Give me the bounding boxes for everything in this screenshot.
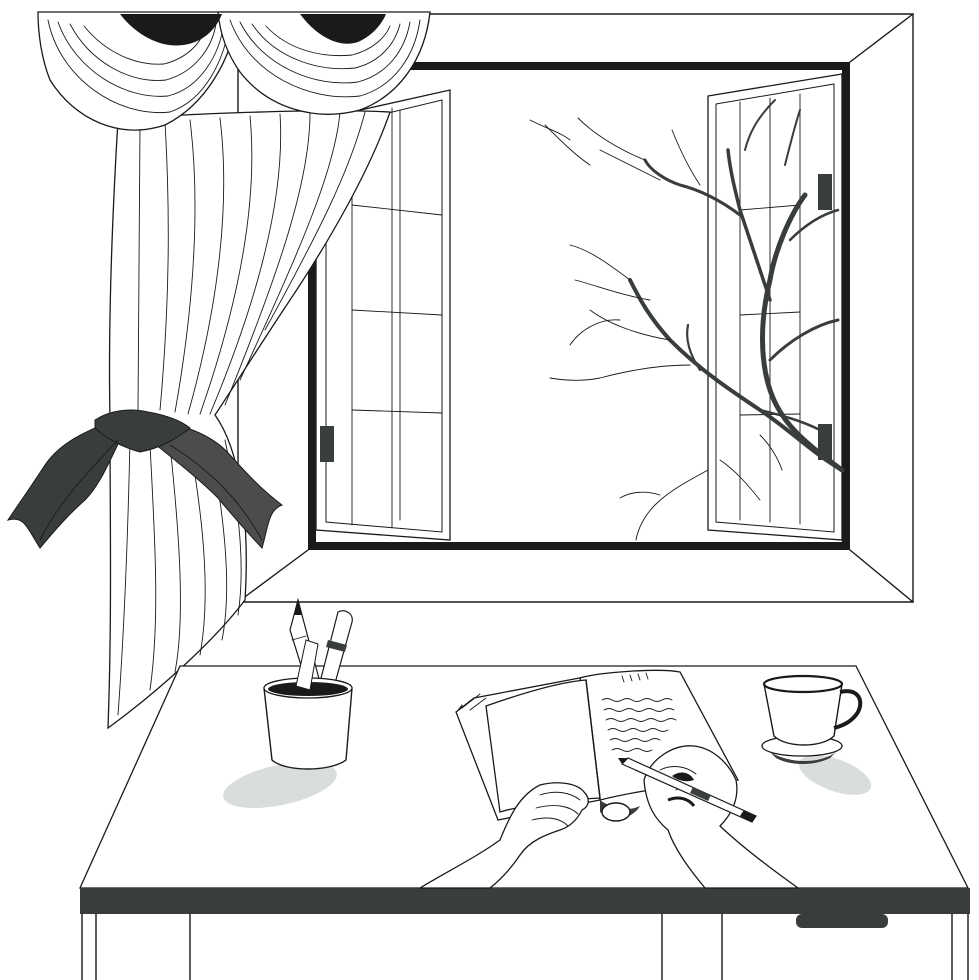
valance-dark-band-right xyxy=(300,14,386,44)
left-hand xyxy=(417,782,589,889)
handwriting-lines xyxy=(601,672,677,752)
right-window-sash xyxy=(707,73,843,541)
right-hand xyxy=(643,745,801,889)
bare-tree-branch xyxy=(529,99,845,541)
valance-dark-band-left xyxy=(120,14,222,46)
pen xyxy=(618,757,757,823)
coffee-cup-group xyxy=(761,674,872,795)
pencil-cup-group xyxy=(223,597,353,808)
right-sash-hinge-top xyxy=(818,174,832,210)
window xyxy=(237,13,914,603)
left-sash-hinge-top xyxy=(320,426,334,462)
writing-hands xyxy=(417,745,801,889)
drapery-curtain xyxy=(6,11,431,730)
right-sash-hinge-bottom xyxy=(818,424,832,460)
desk-drawer-handle xyxy=(796,914,888,928)
pencil-cup-shadow xyxy=(223,762,337,808)
coffee-cup-handle xyxy=(833,689,863,730)
desk-edge xyxy=(80,888,970,914)
coffee-cup-shadow xyxy=(798,755,872,795)
curtain-tieback-bow xyxy=(6,409,284,549)
